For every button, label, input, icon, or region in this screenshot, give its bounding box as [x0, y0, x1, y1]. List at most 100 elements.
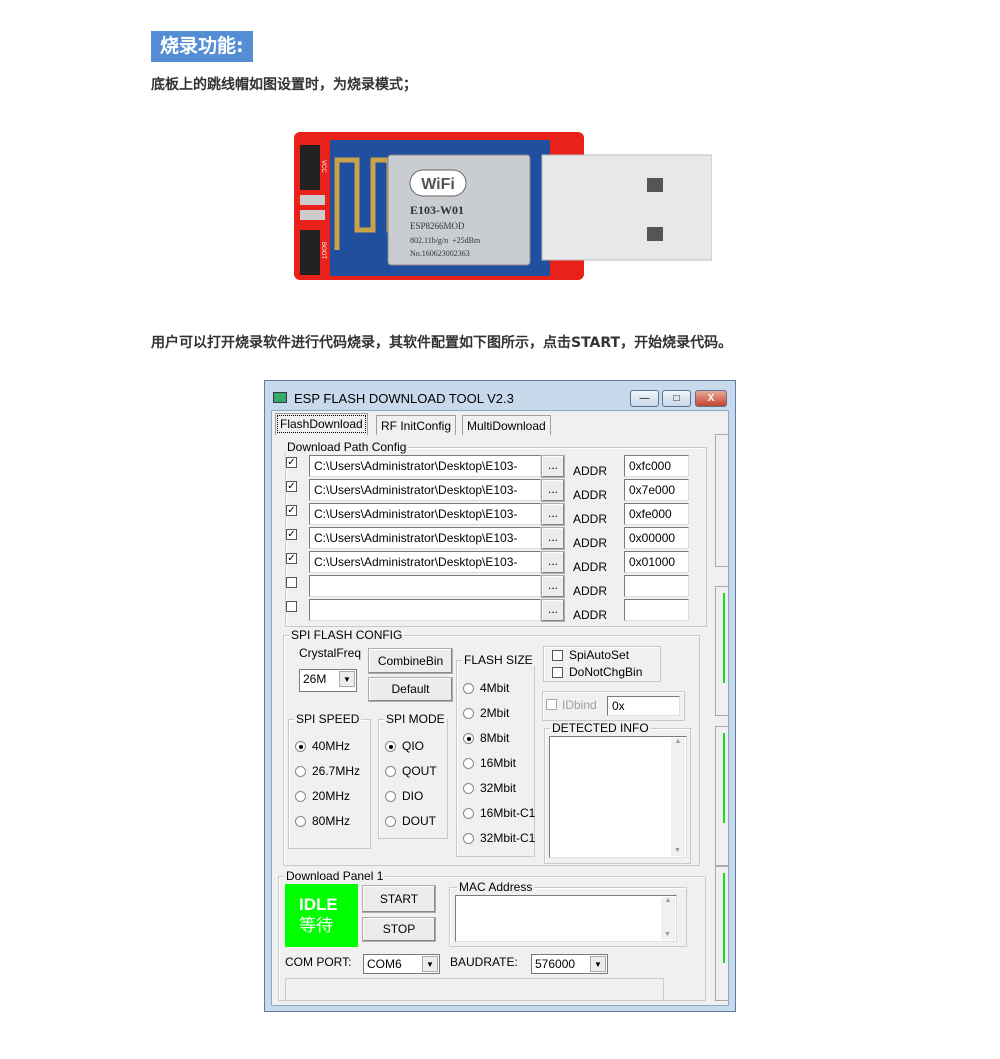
path-input[interactable]: [309, 599, 541, 621]
radio-qout[interactable]: [385, 766, 396, 777]
start-button[interactable]: START: [362, 885, 436, 913]
progress-area: [285, 978, 664, 1002]
download-panel-title: Download Panel 1: [284, 869, 386, 883]
radio-dout[interactable]: [385, 816, 396, 827]
path-checkbox[interactable]: ✓: [286, 457, 297, 468]
radio-20mhz[interactable]: [295, 791, 306, 802]
radio-label: DIO: [402, 789, 424, 803]
software-instruction: 用户可以打开烧录软件进行代码烧录，其软件配置如下图所示，点击START，开始烧录…: [151, 335, 733, 351]
addr-label: ADDR: [573, 608, 608, 622]
radio-4mbit[interactable]: [463, 683, 474, 694]
mac-address-group: [449, 887, 687, 947]
crystal-freq-label: CrystalFreq: [299, 646, 362, 660]
radio-label: 26.7MHz: [312, 764, 361, 778]
path-checkbox[interactable]: ✓: [286, 505, 297, 516]
default-button[interactable]: Default: [368, 677, 453, 702]
combinebin-button[interactable]: CombineBin: [368, 648, 453, 674]
stop-button[interactable]: STOP: [362, 917, 436, 942]
board-serial: No.160623002363: [410, 249, 470, 258]
path-input[interactable]: C:\Users\Administrator\Desktop\E103-: [309, 503, 541, 525]
path-input[interactable]: C:\Users\Administrator\Desktop\E103-: [309, 527, 541, 549]
board-label-boot: BOOT: [320, 242, 326, 259]
radio-16mbit-c1[interactable]: [463, 808, 474, 819]
e103-w01-usb-board-image: VCC BOOT WiFi E103-W01 ESP8266MOD 802.11…: [294, 132, 712, 280]
chevron-down-icon: ▼: [590, 956, 606, 972]
browse-button[interactable]: ...: [541, 599, 565, 622]
board-spec: 802.11b/g/n +25dBm: [410, 236, 481, 245]
idbind-group: [542, 691, 685, 721]
browse-button[interactable]: ...: [541, 575, 565, 598]
com-port-select[interactable]: COM6 ▼: [363, 954, 440, 974]
detected-info-textarea[interactable]: [549, 736, 687, 858]
mac-address-textarea[interactable]: [455, 895, 677, 942]
esp-flash-download-tool-window: ESP FLASH DOWNLOAD TOOL V2.3 — □ X Flash…: [264, 380, 736, 1012]
spi-options-group: [543, 646, 661, 682]
spi-speed-title: SPI SPEED: [294, 712, 362, 726]
tab-multidownload[interactable]: MultiDownload: [462, 415, 551, 435]
baudrate-value: 576000: [535, 957, 576, 971]
path-checkbox[interactable]: [286, 577, 297, 588]
window-title: ESP FLASH DOWNLOAD TOOL V2.3: [294, 391, 514, 406]
path-checkbox[interactable]: [286, 601, 297, 612]
radio-26-7mhz[interactable]: [295, 766, 306, 777]
browse-button[interactable]: ...: [541, 527, 565, 550]
chevron-down-icon: ▼: [422, 956, 438, 972]
browse-button[interactable]: ...: [541, 479, 565, 502]
spi-mode-title: SPI MODE: [384, 712, 447, 726]
board-model: E103-W01: [410, 203, 464, 217]
baudrate-select[interactable]: 576000 ▼: [531, 954, 608, 974]
addr-input[interactable]: [624, 575, 689, 597]
radio-80mhz[interactable]: [295, 816, 306, 827]
crystal-freq-select[interactable]: 26M▼: [299, 669, 357, 692]
path-checkbox[interactable]: ✓: [286, 481, 297, 492]
radio-label: 32Mbit-C1: [480, 831, 536, 845]
jumper-instruction: 底板上的跳线帽如图设置时，为烧录模式；: [151, 77, 417, 93]
tab-rf-initconfig[interactable]: RF InitConfig: [376, 415, 457, 435]
addr-input[interactable]: [624, 599, 689, 621]
radio-dio[interactable]: [385, 791, 396, 802]
addr-label: ADDR: [573, 488, 608, 502]
minimize-button[interactable]: —: [630, 390, 659, 407]
path-checkbox[interactable]: ✓: [286, 553, 297, 564]
path-checkbox[interactable]: ✓: [286, 529, 297, 540]
radio-8mbit[interactable]: [463, 733, 474, 744]
maximize-button[interactable]: □: [662, 390, 691, 407]
addr-input[interactable]: 0x01000: [624, 551, 689, 573]
path-input[interactable]: [309, 575, 541, 597]
radio-32mbit[interactable]: [463, 783, 474, 794]
path-input[interactable]: C:\Users\Administrator\Desktop\E103-: [309, 455, 541, 477]
donotchgbin-checkbox[interactable]: [552, 667, 563, 678]
side-progress-3: [723, 873, 725, 963]
side-panel-4: [715, 866, 728, 1001]
mac-scrollbar[interactable]: ▲▼: [661, 897, 675, 940]
browse-button[interactable]: ...: [541, 455, 565, 478]
radio-32mbit-c1[interactable]: [463, 833, 474, 844]
addr-label: ADDR: [573, 560, 608, 574]
radio-qio[interactable]: [385, 741, 396, 752]
addr-input[interactable]: 0x00000: [624, 527, 689, 549]
addr-label: ADDR: [573, 512, 608, 526]
close-button[interactable]: X: [695, 390, 727, 407]
spi-flash-config-title: SPI FLASH CONFIG: [289, 628, 405, 642]
spiautoset-label: SpiAutoSet: [569, 648, 630, 662]
radio-16mbit[interactable]: [463, 758, 474, 769]
addr-input[interactable]: 0xfc000: [624, 455, 689, 477]
board-label-vcc: VCC: [320, 160, 326, 173]
spiautoset-checkbox[interactable]: [552, 650, 563, 661]
idbind-checkbox[interactable]: [546, 699, 557, 710]
radio-2mbit[interactable]: [463, 708, 474, 719]
radio-label: 32Mbit: [480, 781, 517, 795]
radio-40mhz[interactable]: [295, 741, 306, 752]
addr-input[interactable]: 0xfe000: [624, 503, 689, 525]
path-input[interactable]: C:\Users\Administrator\Desktop\E103-: [309, 479, 541, 501]
path-input[interactable]: C:\Users\Administrator\Desktop\E103-: [309, 551, 541, 573]
baudrate-label: BAUDRATE:: [450, 955, 518, 969]
addr-input[interactable]: 0x7e000: [624, 479, 689, 501]
browse-button[interactable]: ...: [541, 551, 565, 574]
idbind-input[interactable]: 0x: [607, 696, 680, 716]
tab-flashdownload[interactable]: FlashDownload: [275, 413, 368, 435]
detected-info-scrollbar[interactable]: ▲▼: [671, 738, 685, 856]
download-path-title: Download Path Config: [285, 440, 409, 454]
com-port-value: COM6: [367, 957, 402, 971]
browse-button[interactable]: ...: [541, 503, 565, 526]
